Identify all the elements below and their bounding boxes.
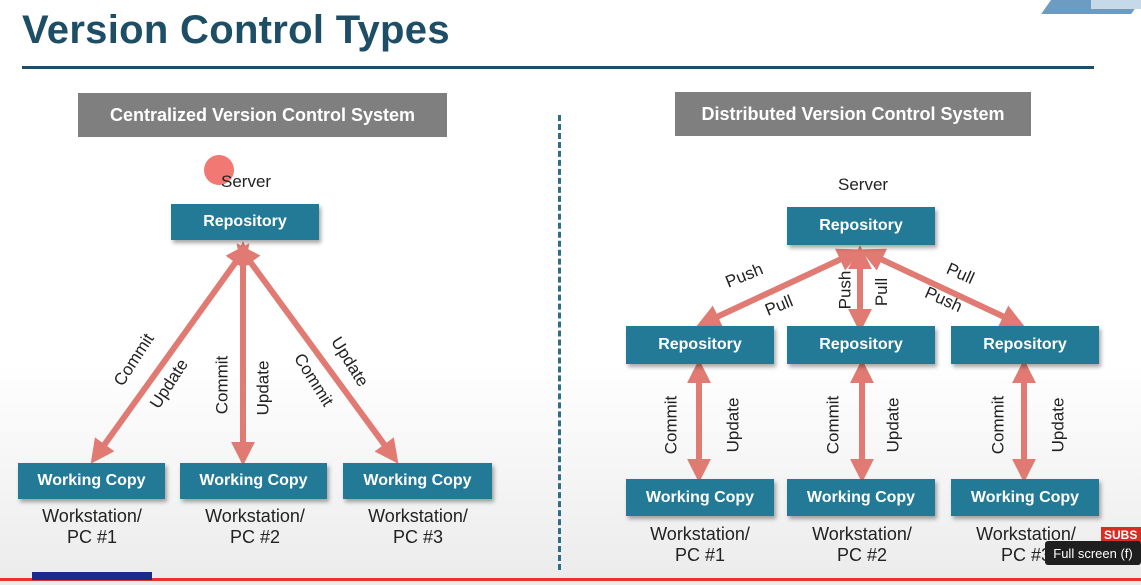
central-workstation-3: Workstation/ PC #3	[358, 506, 478, 548]
workstation-line: Workstation/	[368, 506, 468, 526]
central-working-copy-2: Working Copy	[180, 463, 327, 499]
distributed-header: Distributed Version Control System	[675, 92, 1031, 136]
dist-workstation-3: Workstation/ PC #3	[966, 524, 1086, 566]
pc-line: PC #1	[66, 527, 118, 547]
pc-line: PC #2	[229, 527, 281, 547]
central-working-copy-3: Working Copy	[343, 463, 492, 499]
dist-pull-label-2: Pull	[872, 277, 892, 307]
video-progress-bar[interactable]	[0, 578, 1141, 581]
dist-update-label-1: Update	[723, 397, 743, 453]
dist-commit-label-3: Commit	[988, 395, 1008, 455]
dist-server-repository: Repository	[787, 207, 935, 245]
central-arrow-3	[236, 243, 399, 464]
title-underline	[22, 66, 1094, 69]
dist-workstation-2: Workstation/ PC #2	[802, 524, 922, 566]
pc-line: PC #1	[674, 545, 726, 565]
dist-working-copy-1: Working Copy	[626, 479, 774, 516]
dist-workstation-1: Workstation/ PC #1	[640, 524, 760, 566]
pc-line: PC #2	[836, 545, 888, 565]
pointer-highlight	[204, 155, 234, 185]
page-title: Version Control Types	[22, 8, 450, 52]
dist-repository-3: Repository	[951, 326, 1099, 364]
central-server-label: Server	[221, 172, 272, 191]
dist-push-label-2: Push	[835, 270, 855, 310]
workstation-line: Workstation/	[812, 524, 912, 544]
dist-server-label: Server	[838, 175, 889, 194]
central-update-label-2: Update	[253, 360, 273, 416]
central-workstation-1: Workstation/ PC #1	[32, 506, 152, 548]
central-working-copy-1: Working Copy	[18, 463, 165, 499]
corner-decoration-light	[1091, 0, 1141, 9]
video-progress-played[interactable]	[32, 572, 152, 580]
dist-update-label-2: Update	[883, 397, 903, 453]
dist-update-label-3: Update	[1048, 397, 1068, 453]
dist-repository-2: Repository	[787, 326, 935, 364]
dist-commit-label-1: Commit	[661, 395, 681, 455]
central-repository: Repository	[171, 204, 319, 240]
subscribe-badge[interactable]: SUBS	[1101, 527, 1141, 543]
pc-line: PC #3	[1000, 545, 1052, 565]
fullscreen-tooltip: Full screen (f)	[1045, 541, 1141, 565]
pc-line: PC #3	[392, 527, 444, 547]
centralized-header: Centralized Version Control System	[78, 93, 447, 137]
workstation-line: Workstation/	[42, 506, 142, 526]
central-arrow-1	[90, 243, 250, 464]
workstation-line: Workstation/	[976, 524, 1076, 544]
workstation-line: Workstation/	[205, 506, 305, 526]
central-workstation-2: Workstation/ PC #2	[195, 506, 315, 548]
dist-commit-label-2: Commit	[823, 395, 843, 455]
dist-working-copy-3: Working Copy	[951, 479, 1099, 516]
dist-arrow-3	[860, 248, 1025, 328]
central-commit-label-2: Commit	[212, 355, 232, 415]
workstation-line: Workstation/	[650, 524, 750, 544]
dist-working-copy-2: Working Copy	[787, 479, 935, 516]
section-divider	[558, 115, 561, 570]
dist-repository-1: Repository	[626, 326, 774, 364]
dist-arrow-1	[696, 248, 862, 328]
